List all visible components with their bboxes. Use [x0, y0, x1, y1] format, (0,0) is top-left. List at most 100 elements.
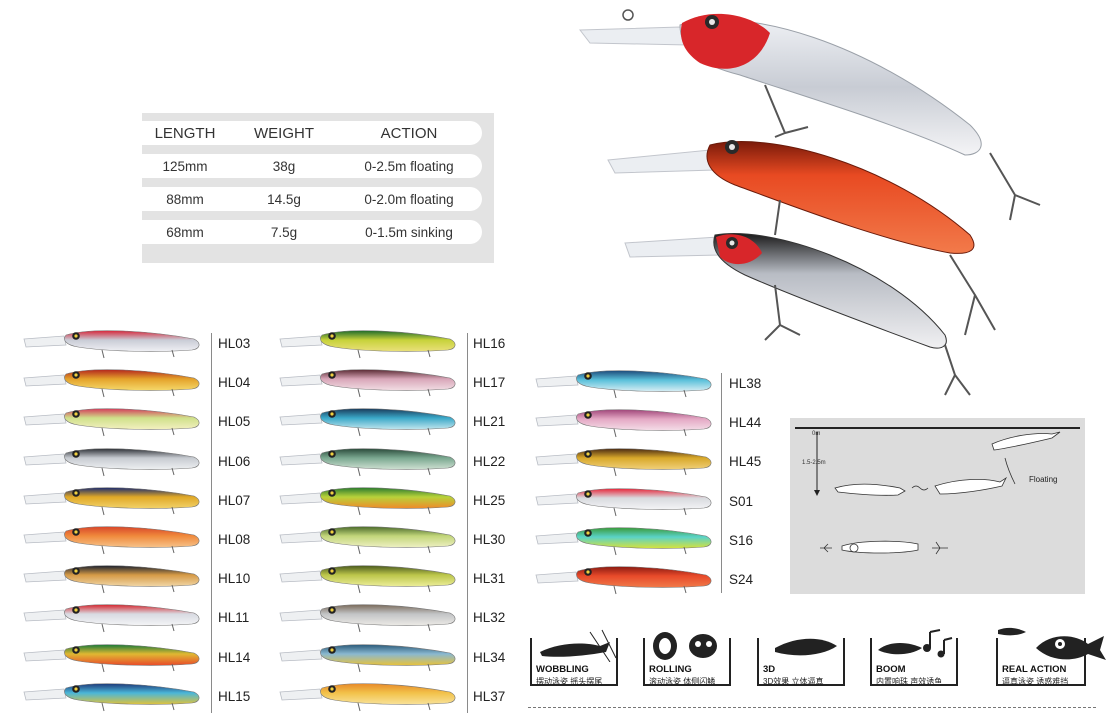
- spec-action: 0-1.5m sinking: [365, 224, 453, 240]
- lure-swatch: [23, 369, 200, 398]
- spec-action: 0-2.0m floating: [364, 191, 454, 207]
- spec-length: 68mm: [166, 224, 204, 240]
- spec-table: LENGTH WEIGHT ACTION 125mm 38g 0-2.5m fl…: [142, 113, 494, 263]
- lure-swatch: [23, 604, 200, 633]
- color-code-label: HL31: [473, 571, 506, 587]
- depth-top-label: 0m: [812, 431, 821, 437]
- lure-swatch: [279, 604, 456, 633]
- lure-swatch: [279, 683, 456, 711]
- spec-row: 88mm 14.5g 0-2.0m floating: [142, 187, 482, 211]
- feature-frame: [643, 638, 731, 686]
- color-code-label: HL07: [218, 492, 251, 508]
- feature-frame: [530, 638, 618, 686]
- lure-swatch: [23, 526, 200, 555]
- color-code-label: HL22: [473, 453, 506, 469]
- spec-action: 0-2.5m floating: [364, 158, 454, 174]
- hero-lures: [579, 9, 1041, 396]
- feature-title: REAL ACTION: [1002, 664, 1067, 675]
- lure-swatch: [279, 369, 456, 398]
- column-divider: [467, 333, 468, 713]
- spec-header-row: LENGTH WEIGHT ACTION: [142, 121, 482, 145]
- feature-subtitle: 摆动泳姿 摇头摆尾: [536, 677, 603, 686]
- lure-swatch: [279, 526, 456, 555]
- column-divider: [721, 373, 722, 593]
- feature-frame: [757, 638, 845, 686]
- color-code-label: S01: [729, 493, 754, 509]
- spec-row: 68mm 7.5g 0-1.5m sinking: [142, 220, 482, 244]
- lure-swatch: [535, 527, 712, 555]
- color-code-label: HL10: [218, 571, 251, 587]
- lure-swatch: [23, 683, 200, 711]
- feature-frame: [870, 638, 958, 686]
- feature-rolling: ROLLING 滚动泳姿 体侧闪鳞: [643, 622, 731, 688]
- hero-lure-orange: [607, 140, 996, 336]
- hero-lure-black-back: [624, 233, 971, 396]
- lure-swatch: [535, 409, 712, 438]
- bottom-divider: [528, 707, 1096, 708]
- color-code-label: HL34: [473, 649, 506, 665]
- spec-header-weight: WEIGHT: [254, 124, 314, 142]
- boom-icon: [878, 629, 953, 658]
- color-code-label: HL25: [473, 492, 506, 508]
- spec-length: 125mm: [162, 158, 208, 174]
- wobbling-icon: [540, 629, 617, 662]
- spec-header-length: LENGTH: [154, 124, 216, 142]
- lure-swatch: [535, 487, 712, 516]
- lure-swatch: [535, 566, 712, 595]
- color-code-label: HL45: [729, 454, 762, 470]
- color-code-label: HL38: [729, 376, 762, 391]
- depth-range-label: 1.5-2.5m: [802, 460, 826, 466]
- lure-swatch: [23, 487, 200, 515]
- color-code-label: HL06: [218, 453, 251, 469]
- real-action-icon: [998, 627, 1106, 660]
- column-divider: [211, 333, 212, 713]
- feature-real-action: REAL ACTION 逼真泳姿 诱惑难挡: [996, 622, 1106, 688]
- lure-swatch: [279, 447, 456, 476]
- spec-header-action: ACTION: [380, 124, 438, 142]
- feature-title: ROLLING: [649, 664, 692, 675]
- feature-title: WOBBLING: [536, 664, 589, 675]
- lure-swatch: [279, 330, 456, 359]
- color-code-label: HL15: [218, 688, 251, 704]
- feature-frame: [996, 638, 1086, 686]
- color-code-label: HL05: [218, 414, 251, 430]
- feature-wobbling: WOBBLING 摆动泳姿 摇头摆尾: [530, 622, 618, 688]
- color-code-label: HL11: [218, 610, 250, 626]
- lure-swatch: [279, 565, 456, 594]
- color-code-label: HL17: [473, 375, 506, 391]
- color-code-label: HL32: [473, 610, 506, 626]
- 3d-icon: [775, 638, 837, 656]
- color-code-label: HL16: [473, 336, 506, 351]
- feature-subtitle: 3D效果 立体逼真: [763, 677, 824, 686]
- spec-weight: 38g: [272, 158, 296, 174]
- color-code-label: S24: [729, 572, 754, 587]
- lure-swatch: [23, 565, 200, 594]
- feature-title: 3D: [763, 664, 776, 675]
- lure-swatch: [535, 448, 712, 477]
- feature-3d: 3D 3D效果 立体逼真: [757, 622, 845, 688]
- color-code-label: HL04: [218, 375, 251, 391]
- lure-swatch: [279, 408, 456, 437]
- spec-weight: 7.5g: [270, 224, 298, 240]
- color-code-label: HL08: [218, 532, 251, 547]
- feature-subtitle: 滚动泳姿 体侧闪鳞: [649, 677, 716, 686]
- lure-swatch: [23, 643, 200, 672]
- feature-subtitle: 内置响珠 声效诱鱼: [876, 677, 943, 686]
- spec-length: 88mm: [166, 191, 204, 207]
- color-code-label: HL21: [473, 414, 506, 430]
- feature-title: BOOM: [876, 664, 906, 675]
- lure-swatch: [279, 487, 456, 515]
- lure-swatch: [279, 643, 456, 672]
- rolling-icon: [653, 632, 717, 660]
- spec-row: 125mm 38g 0-2.5m floating: [142, 154, 482, 178]
- feature-boom: BOOM 内置响珠 声效诱鱼: [870, 622, 958, 688]
- color-code-label: HL44: [729, 415, 762, 431]
- diagram-graphic: [795, 427, 1080, 555]
- lure-swatch: [23, 330, 200, 359]
- action-label: Floating: [1029, 475, 1058, 484]
- spec-weight: 14.5g: [267, 191, 301, 207]
- diving-diagram: 0m 1.5-2.5m Floating: [790, 418, 1085, 594]
- lure-swatch: [23, 408, 200, 437]
- color-code-label: S16: [729, 532, 754, 548]
- color-code-label: HL14: [218, 649, 251, 665]
